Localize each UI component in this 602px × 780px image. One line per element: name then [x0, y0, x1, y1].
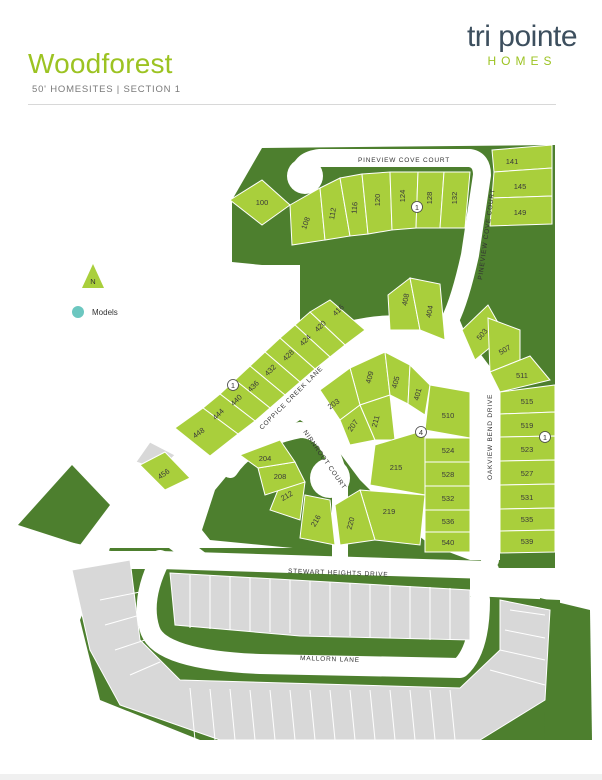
marker-4-inner[interactable]: 4	[415, 426, 427, 438]
bottom-rule	[0, 774, 602, 780]
lot-number-124: 124	[398, 190, 407, 203]
lot-number-540: 540	[442, 538, 455, 547]
lot-number-535: 535	[521, 515, 534, 524]
lot-216	[299, 494, 336, 546]
lot-number-408: 408	[400, 293, 411, 307]
lot-number-211: 211	[370, 414, 382, 428]
lot-number-208: 208	[274, 472, 287, 481]
logo-main-text: tri pointe	[466, 20, 578, 53]
lot-number-524: 524	[442, 446, 455, 455]
lot-number-539: 539	[521, 537, 534, 546]
street-pineview-cove-court: PINEVIEW COVE COURT	[358, 157, 450, 164]
road-stewart-heights-drive	[151, 551, 499, 579]
lot-132	[439, 171, 471, 229]
marker-label: 1	[231, 381, 235, 390]
tri-pointe-logo: tri pointe HOMES	[452, 20, 592, 69]
green-space-east	[540, 598, 592, 740]
road-oakview-bend-drive	[441, 311, 499, 569]
cul-de-sac-nirnroot	[310, 458, 350, 498]
marker-label: 4	[419, 428, 423, 437]
lot-number-116: 116	[350, 201, 360, 214]
lot-number-510: 510	[442, 411, 455, 420]
lot-number-108: 108	[299, 216, 312, 231]
lot-number-523: 523	[521, 445, 534, 454]
future-lots-north-row	[169, 572, 471, 641]
lot-number-120: 120	[373, 194, 382, 207]
lot-number-531: 531	[521, 493, 534, 502]
gray-lot-dividers	[99, 575, 546, 741]
lot-448	[174, 407, 239, 457]
lot-number-536: 536	[442, 517, 455, 526]
lot-number-409: 409	[364, 370, 376, 384]
header-divider	[28, 104, 556, 105]
lot-number-401: 401	[412, 387, 424, 401]
lot-number-404: 404	[424, 305, 435, 319]
logo-sub-text: HOMES	[487, 54, 557, 68]
lot-number-515: 515	[521, 397, 534, 406]
lot-456	[139, 451, 191, 491]
lot-539	[499, 529, 556, 554]
lot-401	[407, 363, 431, 416]
road-west-connector	[9, 531, 169, 569]
lot-number-204: 204	[259, 454, 272, 463]
lot-number-219: 219	[383, 507, 396, 516]
lot-220	[334, 489, 376, 546]
lot-404	[409, 277, 446, 341]
marker-1-coppice[interactable]: 1	[227, 379, 239, 391]
street-stewart-heights-drive: STEWART HEIGHTS DRIVE	[288, 568, 389, 579]
lot-141	[491, 144, 553, 173]
street-mallorn-lane: MALLORN LANE	[300, 655, 360, 664]
street-oakview-bend-drive: OAKVIEW BEND DRIVE	[487, 394, 494, 480]
green-space-north	[262, 145, 555, 568]
page-subtitle: 50' HOMESITES | SECTION 1	[32, 84, 181, 95]
lot-511	[489, 355, 551, 393]
lot-number-145: 145	[514, 182, 527, 191]
marker-label: 1	[543, 433, 547, 442]
road-mallorn-loop	[136, 550, 490, 678]
legend-models: Models	[72, 306, 118, 318]
lot-number-100: 100	[256, 198, 269, 207]
lot-number-527: 527	[521, 469, 534, 478]
lot-number-532: 532	[442, 494, 455, 503]
lot-540	[424, 531, 471, 553]
lot-number-405: 405	[390, 375, 402, 389]
lot-number-215: 215	[390, 463, 403, 472]
lot-number-149: 149	[514, 208, 527, 217]
lot-number-519: 519	[521, 421, 534, 430]
lot-number-511: 511	[516, 371, 528, 380]
green-space-west	[18, 465, 110, 545]
models-label: Models	[92, 308, 118, 317]
lot-number-141: 141	[506, 157, 519, 166]
road-coppice-west	[111, 491, 209, 569]
lot-204	[238, 439, 296, 469]
models-dot-icon	[72, 306, 84, 318]
lot-149	[489, 195, 553, 227]
lot-number-132: 132	[450, 192, 459, 205]
lot-number-128: 128	[425, 192, 434, 205]
lot-number-528: 528	[442, 470, 455, 479]
lot-number-220: 220	[345, 516, 357, 530]
cul-de-sac-pineview	[287, 158, 323, 194]
north-arrow-icon: N	[82, 264, 104, 288]
lot-number-112: 112	[327, 207, 338, 220]
page-title: Woodforest	[28, 48, 173, 79]
marker-label: 1	[415, 203, 419, 212]
marker-1-oakview[interactable]: 1	[539, 431, 551, 443]
marker-1-pineview[interactable]: 1	[411, 201, 423, 213]
north-label: N	[90, 277, 95, 286]
